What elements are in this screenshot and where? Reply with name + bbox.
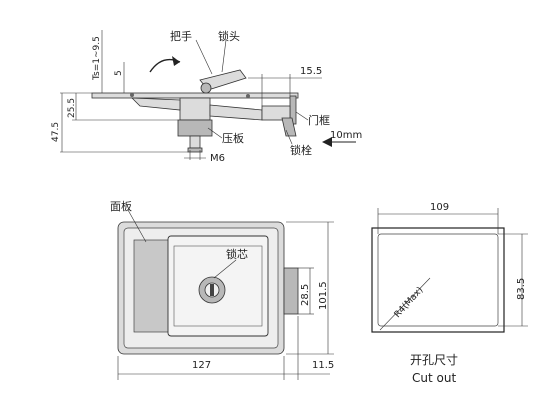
cutout-title-cn: 开孔尺寸: [410, 353, 458, 367]
label-pressure-plate: 压板: [222, 131, 244, 145]
dim-10mm: 10mm: [330, 130, 362, 141]
label-door-frame: 门框: [308, 113, 330, 127]
label-lock-core: 锁芯: [226, 247, 248, 261]
cutout-inner: [377, 233, 499, 327]
handle-plate-border: [173, 245, 263, 327]
cutout-outer: [371, 227, 505, 333]
dim-47-5: 47.5: [51, 122, 61, 142]
dim-m6: M6: [210, 153, 225, 164]
latch-arm: [209, 104, 263, 121]
rotation-arrowhead: [172, 56, 180, 66]
lock-housing: [177, 119, 213, 137]
dim-109: 109: [430, 202, 449, 213]
dim-28-5: 28.5: [300, 284, 311, 306]
panel-plate: [91, 92, 299, 99]
dim-ts: Ts=1~9.5: [92, 36, 102, 81]
cutout-view: 109 83.5 R4(Max) 开孔尺寸 Cut out: [371, 202, 528, 385]
cutout-title-en: Cut out: [412, 371, 456, 385]
dim-radius: R4(Max): [393, 285, 426, 320]
key-slot: [210, 284, 214, 296]
label-lock-head: 锁头: [218, 29, 240, 43]
label-panel: 面板: [110, 199, 132, 213]
side-view: Ts=1~9.5 5 15.5 25.5 47.5 M6 10mm 把手 锁头 …: [51, 29, 362, 164]
pressure-arm: [130, 97, 181, 111]
handle-pivot: [200, 82, 212, 94]
dim-25-5: 25.5: [67, 98, 77, 118]
latch-bolt-front: [283, 267, 299, 315]
bolt-nut: [187, 147, 203, 153]
recess-left: [133, 239, 175, 333]
dim-101-5: 101.5: [318, 281, 329, 310]
dim-5: 5: [114, 70, 124, 76]
label-latch: 锁栓: [290, 143, 312, 157]
front-view: 面板 锁芯 127 11.5 101.5 28.5: [110, 199, 334, 380]
label-handle: 把手: [170, 29, 192, 43]
bolt-stud: [189, 135, 201, 149]
travel-arrowhead: [322, 137, 332, 147]
rivet-left: [130, 93, 134, 97]
dim-11-5: 11.5: [312, 360, 334, 371]
dim-15-5: 15.5: [300, 66, 322, 77]
latch-hook: [281, 117, 297, 137]
latch-bolt: [261, 105, 291, 121]
dim-127: 127: [192, 360, 211, 371]
rivet-right: [246, 94, 250, 98]
lock-body: [179, 97, 211, 121]
dim-83-5: 83.5: [516, 278, 527, 300]
